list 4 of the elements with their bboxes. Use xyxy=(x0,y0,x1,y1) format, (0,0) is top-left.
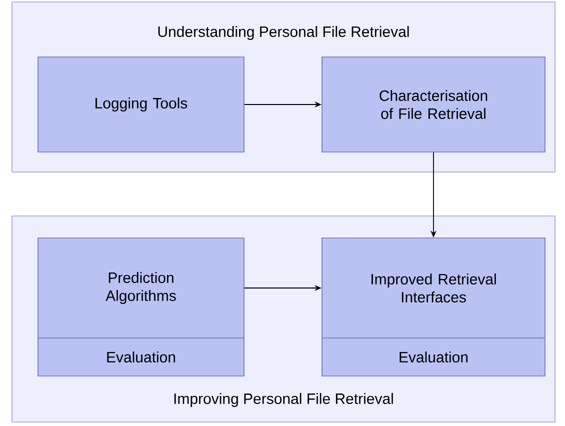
process-box: Logging Tools xyxy=(38,56,244,152)
process-box: Improved Retrieval Interfaces Evaluation xyxy=(322,238,546,376)
process-box: Characterisation of File Retrieval xyxy=(322,56,546,152)
process-box: Prediction Algorithms Evaluation xyxy=(38,238,244,376)
